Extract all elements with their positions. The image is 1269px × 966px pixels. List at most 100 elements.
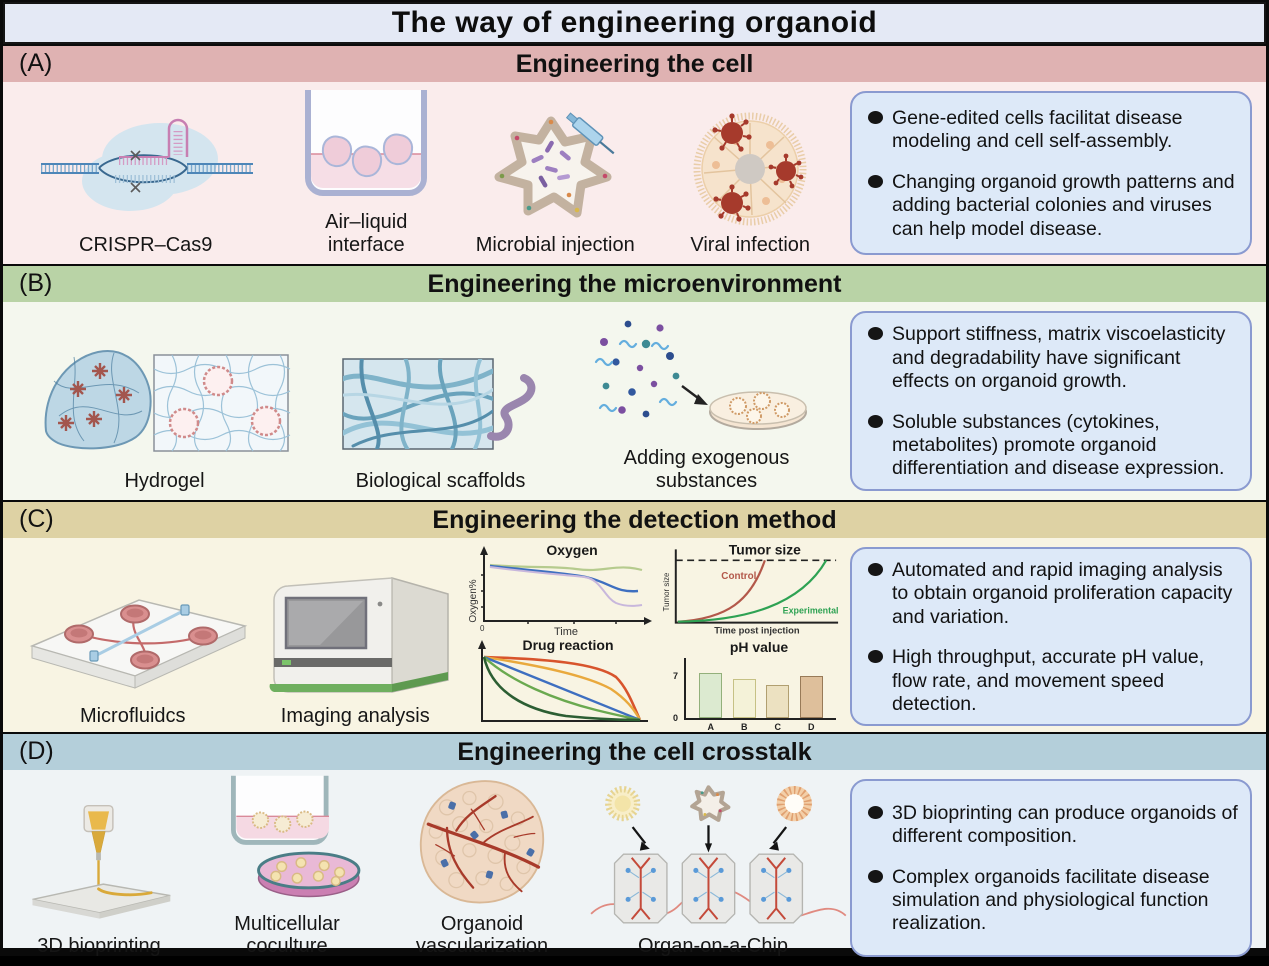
microbial-injection-icon xyxy=(494,112,615,218)
oxygen-xlabel: Time xyxy=(554,626,578,637)
item-label: Biological scaffolds xyxy=(355,469,526,492)
item-label: Air–liquid interface xyxy=(325,211,408,256)
hydrogel-icon xyxy=(44,349,290,452)
oxygen-ylabel: Oxygen% xyxy=(468,579,479,622)
bullet-text: Changing organoid growth patterns and ad… xyxy=(892,170,1235,240)
bullet-icon xyxy=(868,563,883,576)
panel-b-info-box: Support stiffness, matrix viscoelasticit… xyxy=(850,311,1252,491)
item-label: Microbial injection xyxy=(475,233,635,256)
item-crispr-cas9: CRISPR–Cas9 xyxy=(35,113,257,256)
drug-chart-title: Drug reaction xyxy=(522,637,613,653)
adding-exogenous-substances-icon xyxy=(594,320,807,431)
panel-a: (A) Engineering the cell xyxy=(3,46,1266,264)
tumor-ylabel: Tumor size xyxy=(662,572,671,611)
item-label: CRISPR–Cas9 xyxy=(79,233,213,256)
detection-charts: Oxygen Oxygen% Time 0 Tumor size xyxy=(464,541,846,733)
item-label: 3D bioprinting xyxy=(37,935,161,958)
air-liquid-interface-icon xyxy=(305,90,428,197)
bullet-text: Gene-edited cells facilitat disease mode… xyxy=(892,107,1183,153)
item-microbial-injection: Microbial injection xyxy=(476,109,635,256)
ph-chart-title: pH value xyxy=(729,638,789,655)
experimental-label: Experimental xyxy=(783,605,839,615)
ph-category-b: B xyxy=(741,721,748,732)
panel-a-tag: (A) xyxy=(19,49,53,77)
panel-c-header: (C) Engineering the detection method xyxy=(3,502,1266,538)
3d-bioprinting-icon xyxy=(32,805,171,919)
panel-d-tag: (D) xyxy=(19,737,54,765)
figure-title-bar: The way of engineering organoid xyxy=(3,2,1266,44)
item-imaging-analysis: Imaging analysis xyxy=(252,560,458,727)
bullet-item: Automated and rapid imaging analysis to … xyxy=(868,559,1238,629)
imaging-analysis-icon xyxy=(269,576,449,693)
ph-ytick-0: 0 xyxy=(673,712,679,723)
figure-title: The way of engineering organoid xyxy=(391,6,878,39)
item-microfluidics: Microfluidcs xyxy=(17,574,249,727)
panel-a-title: Engineering the cell xyxy=(515,49,754,78)
oxygen-chart: Oxygen Oxygen% Time 0 xyxy=(468,542,652,637)
item-organoid-vascularization: Organoid vascularization xyxy=(391,770,573,958)
organ-on-a-chip-icon xyxy=(590,785,847,924)
multicellular-coculture-icon xyxy=(231,775,361,898)
panel-b: (B) Engineering the microenvironment xyxy=(3,266,1266,500)
ph-category-a: A xyxy=(707,721,715,732)
ph-bar-a xyxy=(699,673,723,718)
item-label: Multicellular coculture xyxy=(234,913,340,958)
viral-infection-icon xyxy=(693,112,807,226)
bullet-item: Complex organoids facilitate disease sim… xyxy=(868,866,1238,936)
bullet-icon xyxy=(868,805,883,819)
bullet-icon xyxy=(868,414,883,428)
panel-a-info-box: Gene-edited cells facilitat disease mode… xyxy=(850,91,1252,255)
bullet-text: High throughput, accurate pH value, flow… xyxy=(892,646,1205,715)
item-3d-bioprinting: 3D bioprinting xyxy=(15,798,183,957)
item-label: Hydrogel xyxy=(124,469,205,492)
item-label: Adding exogenous substances xyxy=(623,447,790,492)
ph-category-d: D xyxy=(808,721,815,732)
bullet-text: Support stiffness, matrix viscoelasticit… xyxy=(892,323,1226,393)
crispr-cas9-icon xyxy=(40,118,253,211)
panel-c-info-box: Automated and rapid imaging analysis to … xyxy=(850,547,1252,727)
item-label: Organ-on-a-Chip xyxy=(637,935,789,958)
item-label: Imaging analysis xyxy=(280,704,430,727)
control-label: Control xyxy=(721,571,756,582)
bullet-icon xyxy=(868,111,883,125)
ph-value-chart: pH value 7 0 A B C D xyxy=(656,637,846,733)
ph-category-c: C xyxy=(774,721,782,732)
item-adding-exogenous-substances: Adding exogenous substances xyxy=(586,304,828,492)
item-label: Microfluidcs xyxy=(79,704,186,727)
ph-ytick-7: 7 xyxy=(673,670,679,681)
item-viral-infection: Viral infection xyxy=(674,107,826,256)
panel-c: (C) Engineering the detection method xyxy=(3,502,1266,732)
bullet-item: Gene-edited cells facilitat disease mode… xyxy=(868,107,1238,154)
bullet-icon xyxy=(868,174,883,188)
oxygen-origin-label: 0 xyxy=(480,624,485,633)
bullet-text: 3D bioprinting can produce organoids of … xyxy=(892,801,1238,848)
drug-reaction-chart: Drug reaction xyxy=(478,637,648,722)
item-label: Viral infection xyxy=(690,233,811,256)
item-label: Organoid vascularization xyxy=(415,913,549,958)
panel-d: (D) Engineering the cell crosstalk xyxy=(3,734,1266,957)
item-multicellular-coculture: Multicellular coculture xyxy=(183,770,391,958)
panel-d-info-box: 3D bioprinting can produce organoids of … xyxy=(850,779,1252,957)
panel-a-header: (A) Engineering the cell xyxy=(3,46,1266,82)
panel-c-tag: (C) xyxy=(19,505,54,533)
tumor-size-chart: Tumor size Control Experimental Tumor si… xyxy=(662,541,839,635)
panel-c-title: Engineering the detection method xyxy=(432,505,837,534)
panel-b-header: (B) Engineering the microenvironment xyxy=(3,266,1266,302)
biological-scaffolds-icon xyxy=(341,357,535,450)
bullet-text: Soluble substances (cytokines, metabolit… xyxy=(892,410,1225,480)
ph-bar-b xyxy=(732,678,756,718)
ph-bar-c xyxy=(766,684,790,718)
item-air-liquid-interface: Air–liquid interface xyxy=(296,86,436,256)
item-organ-on-a-chip: Organ-on-a-Chip xyxy=(573,780,853,957)
bullet-icon xyxy=(868,327,883,341)
bullet-icon xyxy=(868,869,883,883)
tumor-xlabel: Time post injection xyxy=(714,624,800,635)
bullet-text: Automated and rapid imaging analysis to … xyxy=(892,559,1233,628)
panel-d-header: (D) Engineering the cell crosstalk xyxy=(3,734,1266,770)
bullet-text: Complex organoids facilitate disease sim… xyxy=(892,865,1210,935)
bullet-icon xyxy=(868,650,883,664)
microfluidics-icon xyxy=(29,599,248,689)
item-hydrogel: Hydrogel xyxy=(34,331,296,492)
bullet-item: Support stiffness, matrix viscoelasticit… xyxy=(868,323,1238,393)
